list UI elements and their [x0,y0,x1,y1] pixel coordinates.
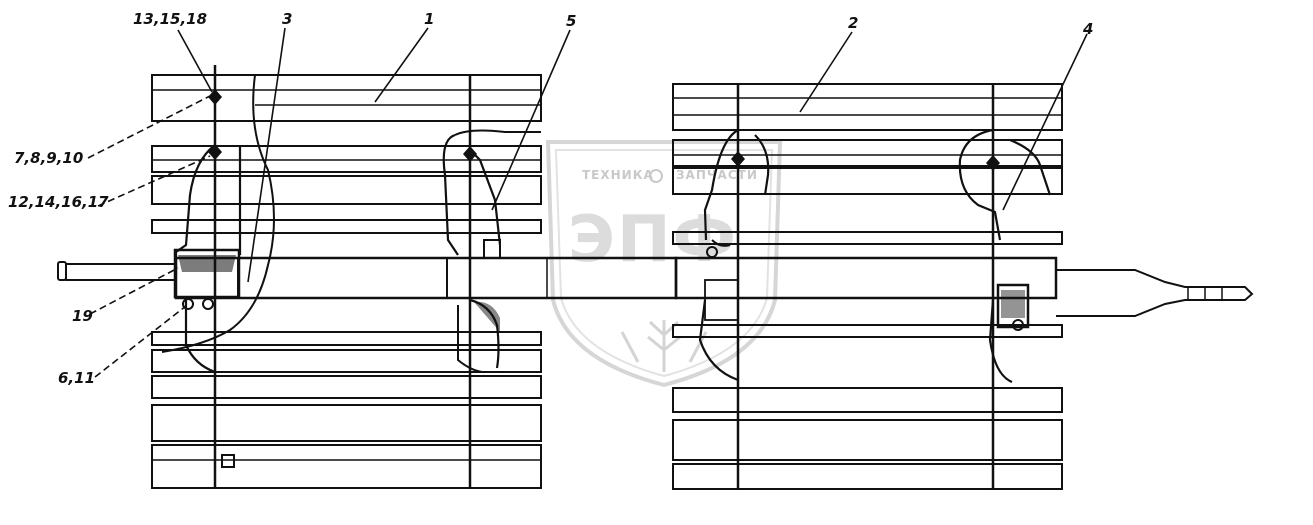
left-bolt-2 [202,298,214,310]
left-hub-profile [174,144,242,275]
right-hub-1 [703,129,770,241]
leader-1 [374,27,429,103]
leader-13-15-18 [177,29,213,93]
callout-1: 1 [424,10,435,28]
right-plate-3 [672,167,1063,195]
right-bolt-1 [706,246,718,258]
leader-7-8-9-10 [87,95,211,159]
callout-7-8-9-10: 7,8,9,10 [14,149,84,167]
leader-lines [87,27,1088,378]
right-side-block [704,279,739,321]
leader-6-11 [94,305,187,378]
callout-2: 2 [848,14,859,32]
gear-icon [649,169,663,183]
left-plate-4 [151,349,542,373]
fastener-dot-4 [731,151,745,167]
watermark-brand-left: ТЕХНИКА [582,168,654,182]
leader-12-14-16-17 [97,155,211,207]
left-ring-upper [151,219,542,234]
callout-12-14-16-17: 12,14,16,17 [8,193,109,211]
fastener-dot-5 [986,155,1000,171]
shaft-taper [1056,269,1254,317]
left-ring-lower [151,331,542,346]
left-plate-2 [151,145,542,173]
right-ring-lower [672,324,1063,338]
right-ring-upper [672,231,1063,245]
callout-19: 19 [72,307,93,325]
right-plate-5 [672,419,1063,461]
left-plate-5 [151,375,542,399]
right-disc-stack [672,83,1063,490]
left-plate-7 [151,444,542,489]
left-clamp [483,239,501,259]
right-plate-6 [672,463,1063,490]
right-plate-4 [672,387,1063,413]
right-plate-2 [672,139,1063,167]
leader-3 [247,27,286,283]
leader-5 [491,29,571,211]
left-plate-3 [151,175,542,205]
right-bolt-2 [1012,319,1024,331]
callout-3: 3 [282,10,293,28]
right-hub-2 [958,128,1052,241]
left-plate-6 [151,404,542,442]
leader-19 [89,267,179,315]
callout-5: 5 [566,12,577,30]
fastener-dot-3 [463,146,477,162]
left-foot [221,454,235,468]
shaft-left-tip [57,261,67,281]
callout-4: 4 [1083,20,1094,38]
watermark-brand-right: ЗАПЧАСТИ [676,168,758,182]
left-cutaway-1 [161,74,275,353]
shield-outline-icon [545,140,783,388]
fastener-dot-1 [208,89,222,105]
watermark-monogram: ЭПФ [568,203,738,277]
callout-13-15-18: 13,15,18 [133,10,208,28]
right-plate-1 [672,83,1063,131]
main-shaft [57,256,1254,317]
shaft-right-body [674,256,1058,300]
leader-4 [1002,33,1088,211]
fastener-dot-2 [208,144,222,160]
callout-6-11: 6,11 [58,369,96,387]
leader-2 [799,31,853,113]
left-disc-stack [151,74,542,489]
